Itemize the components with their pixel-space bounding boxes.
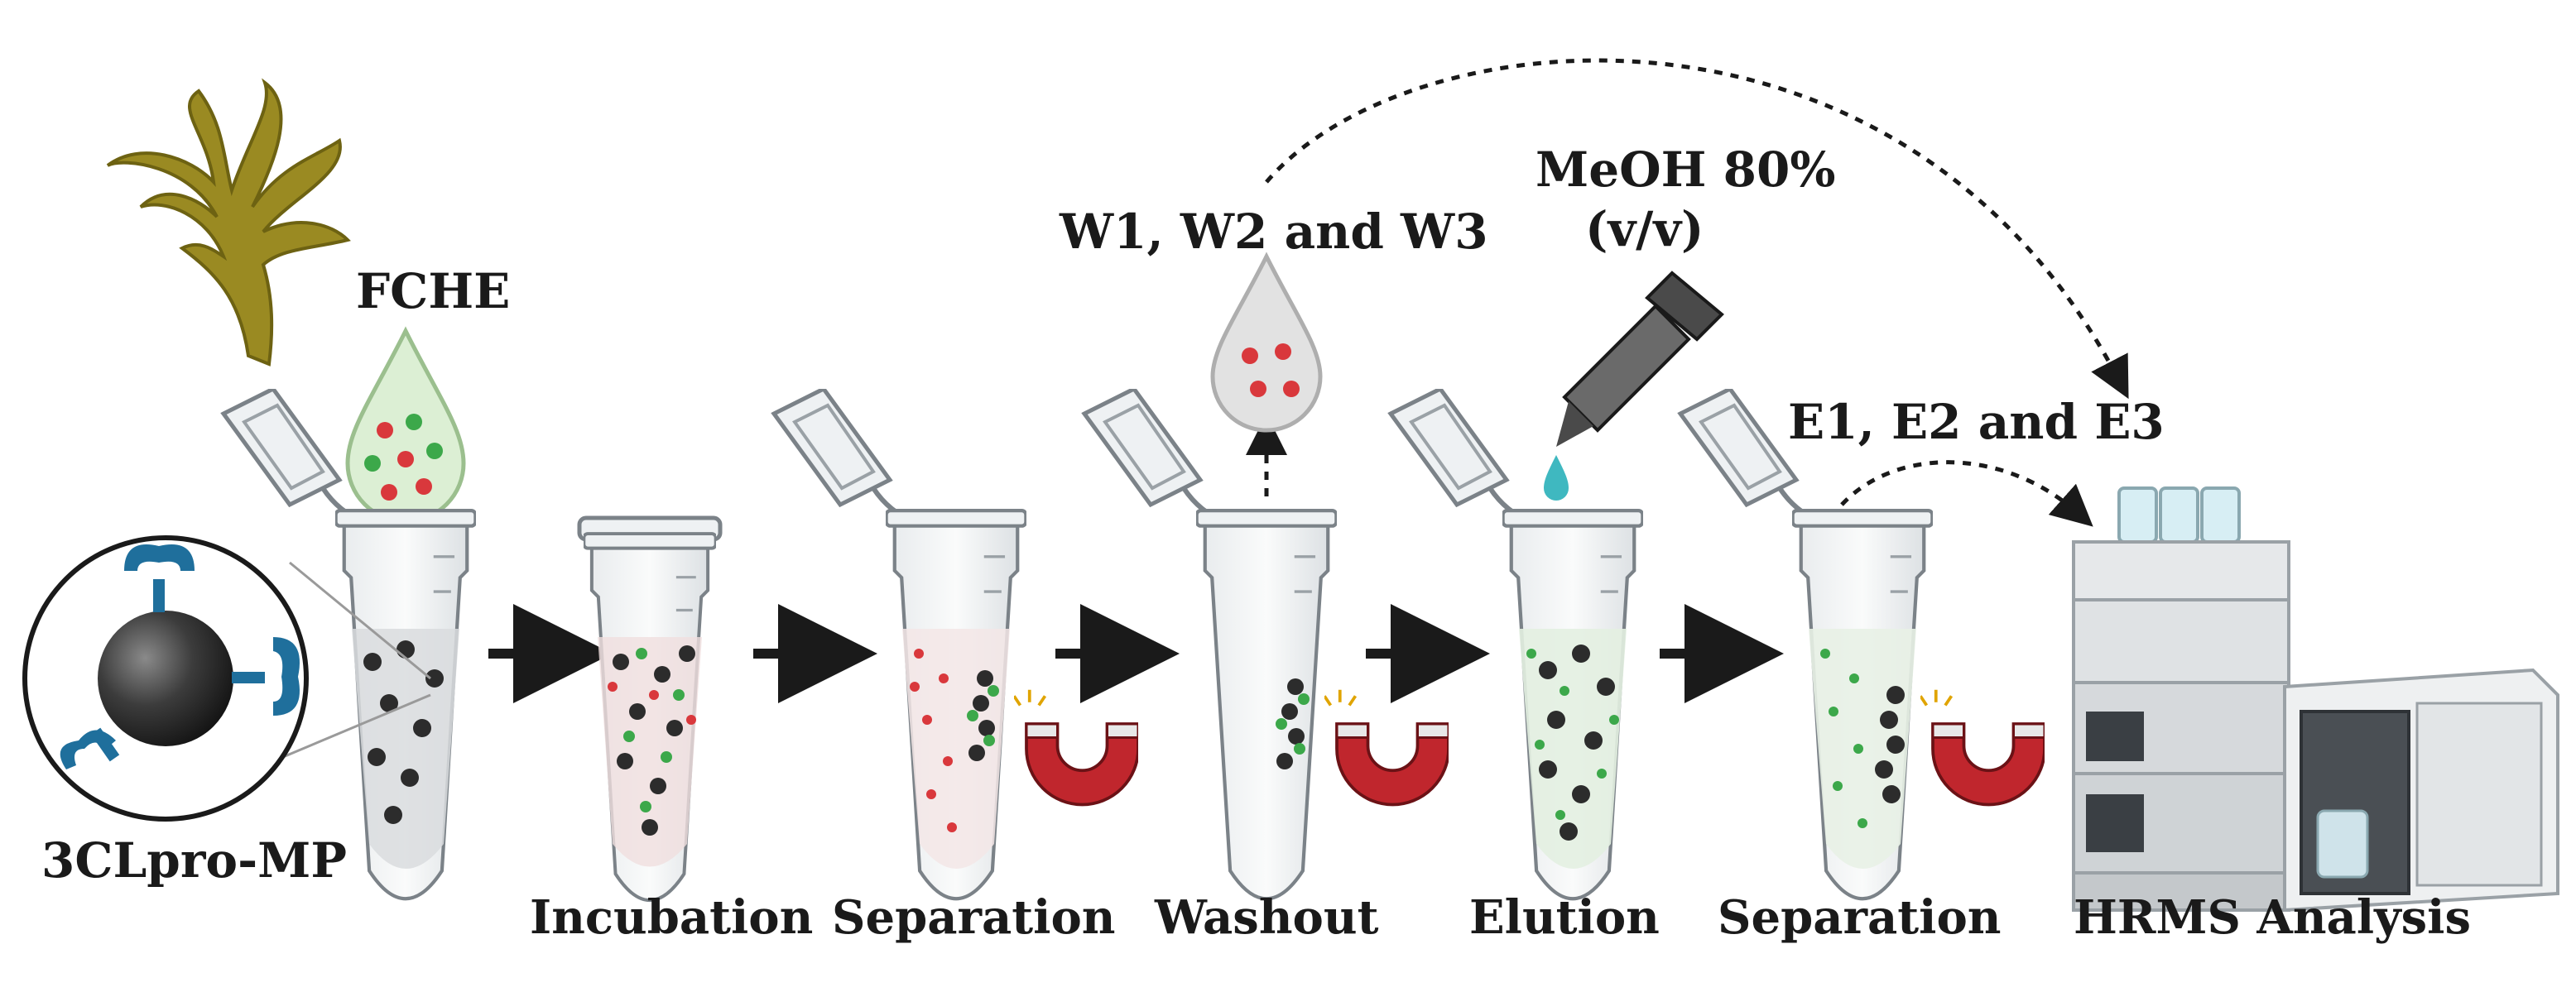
step-label-incubation: Incubation — [530, 890, 813, 945]
zoom-lines — [272, 561, 431, 763]
wash-to-hrms-arrow — [1265, 58, 2129, 400]
step-label-separation-1: Separation — [832, 890, 1116, 945]
tube-separation-1 — [774, 389, 1026, 899]
tube-start — [223, 389, 475, 899]
step-label-washout: Washout — [1154, 890, 1379, 945]
step-label-hrms: HRMS Analysis — [2074, 890, 2471, 945]
washes-label: W1, W2 and W3 — [1059, 204, 1488, 260]
tube-incubation — [577, 515, 723, 903]
hrms-instrument-icon — [2072, 486, 2559, 913]
fche-label: FCHE — [356, 263, 510, 319]
fche-droplet — [345, 326, 466, 524]
elution-to-hrms-arrow — [1840, 460, 2093, 527]
magnet-icon — [1014, 688, 1138, 807]
magnet-icon — [1920, 688, 2045, 807]
step-label-separation-2: Separation — [1718, 890, 2002, 945]
pipette-icon — [1544, 271, 1724, 501]
solvent-label-line1: MeOH 80% — [1536, 141, 1835, 198]
step-label-elution: Elution — [1469, 890, 1660, 945]
beads-label: 3CLpro-MP — [41, 832, 347, 889]
eluates-label: E1, E2 and E3 — [1788, 394, 2165, 450]
seaweed-icon — [106, 78, 351, 367]
tube-elution — [1391, 389, 1642, 899]
wash-droplet — [1210, 252, 1323, 433]
bead-zoom-inset — [22, 535, 309, 822]
tube-washout — [1084, 389, 1336, 899]
tube-separation-2 — [1680, 389, 1932, 899]
solvent-label-line2: (v/v) — [1585, 201, 1704, 257]
magnet-icon — [1324, 688, 1449, 807]
